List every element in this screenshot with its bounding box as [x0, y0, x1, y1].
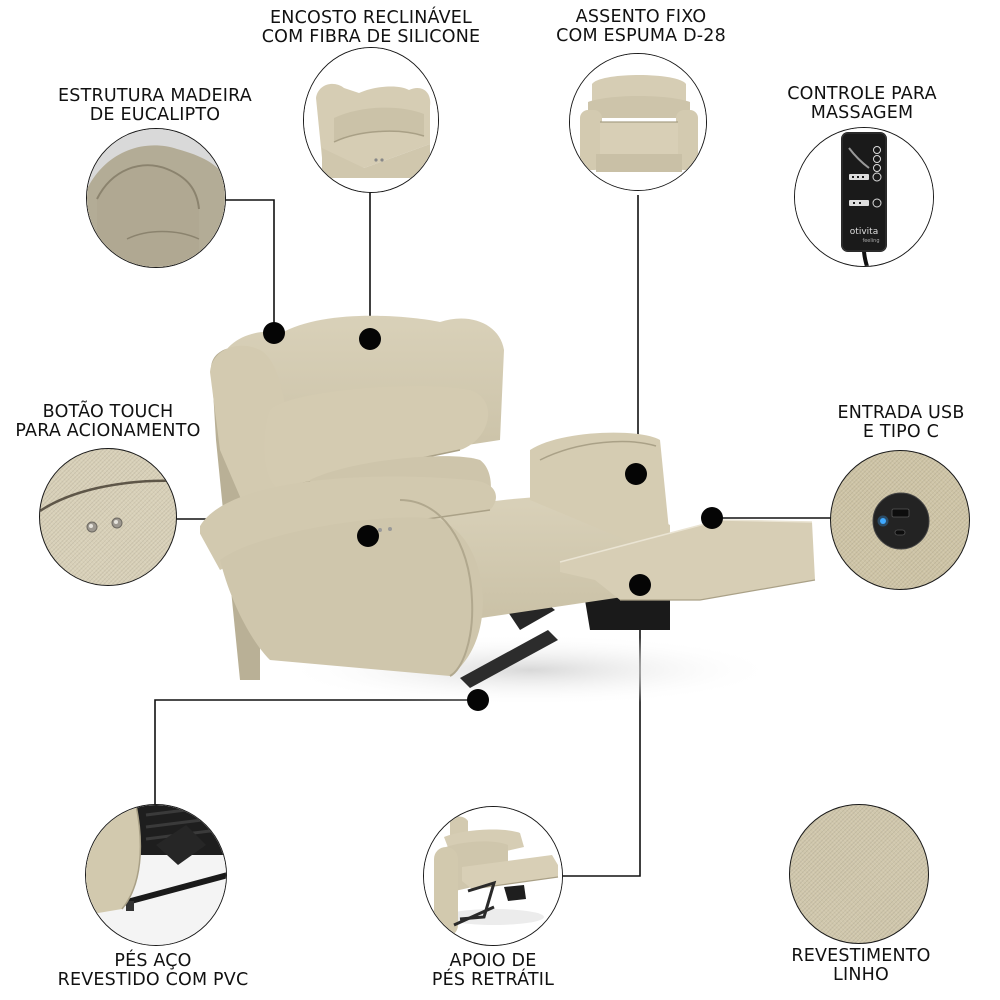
label-apoio: APOIO DE PÉS RETRÁTIL	[432, 952, 554, 990]
hotspot-botao[interactable]	[357, 525, 379, 547]
label-line: LINHO	[833, 965, 889, 985]
label-line: REVESTIMENTO	[791, 946, 931, 966]
label-line: PÉS RETRÁTIL	[431, 970, 555, 990]
recliner-chair-image	[198, 300, 820, 720]
label-line: CONTROLE PARA	[787, 84, 937, 104]
label-line: ASSENTO FIXO	[575, 7, 707, 27]
hotspot-pes[interactable]	[467, 689, 489, 711]
label-revestimento: REVESTIMENTO LINHO	[791, 947, 930, 985]
remote-brand: otivita	[850, 227, 878, 237]
label-assento: ASSENTO FIXO COM ESPUMA D-28	[556, 8, 726, 46]
hotspot-assento[interactable]	[625, 463, 647, 485]
usb-port-icon	[830, 450, 970, 590]
armrest-closeup-icon	[86, 128, 226, 268]
label-line: REVESTIDO COM PVC	[57, 970, 249, 990]
label-line: MASSAGEM	[810, 103, 914, 123]
label-line: COM ESPUMA D-28	[556, 26, 726, 46]
label-line: APOIO DE	[449, 951, 537, 971]
remote-control-icon: otivita feeling	[794, 127, 934, 267]
svg-text:feeling: feeling	[862, 238, 879, 244]
touch-button-icon	[39, 448, 177, 586]
label-usb: ENTRADA USB E TIPO C	[837, 404, 964, 442]
backrest-closeup-icon	[303, 47, 439, 193]
label-line: ESTRUTURA MADEIRA	[58, 86, 252, 106]
footrest-icon	[423, 806, 563, 946]
label-line: PARA ACIONAMENTO	[15, 421, 201, 441]
label-botao: BOTÃO TOUCH PARA ACIONAMENTO	[15, 403, 200, 441]
hotspot-encosto[interactable]	[359, 328, 381, 350]
label-line: DE EUCALIPTO	[89, 105, 221, 125]
label-pes: PÉS AÇO REVESTIDO COM PVC	[58, 952, 249, 990]
label-controle: CONTROLE PARA MASSAGEM	[787, 85, 937, 123]
linen-fabric-icon	[789, 804, 929, 944]
label-estrutura: ESTRUTURA MADEIRA DE EUCALIPTO	[58, 87, 252, 125]
label-encosto: ENCOSTO RECLINÁVEL COM FIBRA DE SILICONE	[262, 9, 481, 47]
hotspot-apoio[interactable]	[629, 574, 651, 596]
label-line: PÉS AÇO	[114, 951, 192, 971]
hotspot-usb[interactable]	[701, 507, 723, 529]
label-line: ENCOSTO RECLINÁVEL	[270, 8, 472, 28]
seat-closeup-icon	[569, 53, 707, 191]
label-line: BOTÃO TOUCH	[42, 402, 174, 422]
label-line: ENTRADA USB	[837, 403, 965, 423]
hotspot-estrutura[interactable]	[263, 322, 285, 344]
label-line: E TIPO C	[862, 422, 940, 442]
steel-feet-icon	[85, 804, 227, 946]
label-line: COM FIBRA DE SILICONE	[261, 27, 481, 47]
